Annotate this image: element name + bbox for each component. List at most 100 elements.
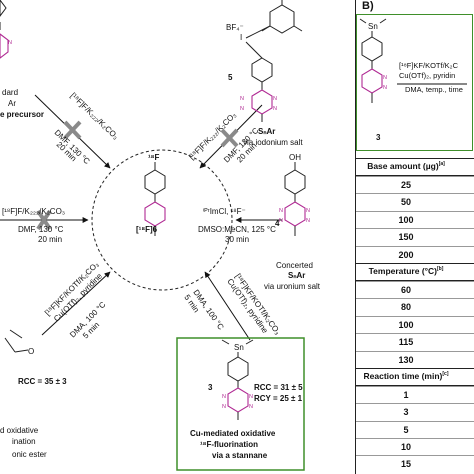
bottom-left-caption-2: ination: [12, 437, 36, 446]
compound-4-caption-3: via uronium salt: [264, 282, 321, 291]
table-header-label: Base amount (µg): [367, 161, 439, 171]
stannane-rcy: RCY = 25 ± 1: [254, 394, 303, 403]
stannane-caption-3: via a stannane: [212, 451, 268, 460]
table-cell: 10: [400, 442, 411, 453]
route-left: [¹⁸F]F/K₂₂₂/K₂CO₃ DMF, 130 °C 20 min: [0, 207, 89, 244]
compound-4-caption-1: Concerted: [276, 261, 313, 270]
svg-text:O: O: [28, 347, 34, 356]
bottom-left-caption-3: onic ester: [12, 450, 47, 459]
compound-5-number: 5: [228, 73, 233, 82]
stannane-caption-1: Cu-mediated oxidative: [190, 429, 276, 438]
svg-text:N: N: [222, 394, 226, 400]
svg-text:N: N: [249, 394, 253, 400]
route-right-reagent: ⁱᴾʳImCl, ¹⁸F⁻: [203, 207, 246, 216]
table-cell: 60: [400, 284, 411, 295]
top-left-precursor-fragment: N: [0, 0, 12, 59]
svg-text:N: N: [240, 96, 244, 102]
compound-5-counterion: BF₄⁻: [226, 23, 244, 32]
route-right-cond-1: DMSO:MeCN, 125 °C: [198, 225, 276, 234]
panel-b-conditions-1: [¹⁸F]KF/KOTf/K₂C: [399, 61, 458, 70]
route-top-left-caption-3: e precursor: [0, 110, 44, 119]
table-header-footnote: [c]: [442, 371, 449, 378]
panel-b-stannane-structure: Sn NN: [359, 18, 387, 103]
stannane-sn-label: Sn: [234, 343, 244, 352]
table-header-label: Temperature (°C): [368, 265, 438, 276]
table-row: 25: [356, 176, 474, 193]
table-row: 3: [356, 403, 474, 420]
route-right: ⁱᴾʳImCl, ¹⁸F⁻ DMSO:MeCN, 125 °C 30 min: [198, 207, 282, 244]
table-row: 50: [356, 193, 474, 210]
svg-text:N: N: [273, 106, 277, 112]
stannane-rcc: RCC = 31 ± 5: [254, 383, 303, 392]
svg-text:N: N: [383, 85, 387, 91]
table-row: 10: [356, 438, 474, 455]
svg-text:N: N: [306, 208, 310, 214]
panel-b-sn-label: Sn: [368, 22, 378, 31]
optimization-table: Base amount (µg)[a] 25 50 100 150 200 Te…: [356, 158, 474, 473]
boronic-ester-fragment: O RCC = 35 ± 3 d oxidative ination onic …: [0, 329, 67, 459]
table-cell: 100: [398, 319, 414, 330]
blocked-cross-icon: [63, 120, 82, 140]
compound-4-oh: OH: [289, 153, 301, 162]
stannane-caption-2: ¹⁸F-fluorination: [200, 440, 258, 449]
table-row: 15: [356, 455, 474, 472]
table-cell: 200: [398, 249, 414, 260]
route-left-cond-2: 20 min: [38, 235, 62, 244]
route-top-left: [¹⁸F]F/K₂₂₂/K₂CO₃ DMF, 130 °C 20 min dar…: [0, 0, 120, 169]
svg-text:N: N: [279, 218, 283, 224]
svg-text:N: N: [240, 106, 244, 112]
table-row: 5: [356, 420, 474, 438]
panel-b-conditions-3: DMA, temp., time: [405, 85, 463, 94]
table-row: 200: [356, 245, 474, 263]
table-header-reaction-time: Reaction time (min)[c]: [356, 367, 474, 386]
table-header-footnote: [a]: [438, 161, 445, 168]
center-compound-label: [¹⁸F]6: [136, 225, 158, 234]
table-header-label: Reaction time (min): [363, 370, 443, 381]
panel-b-conditions-2: Cu(OTf)₂, pyridin: [399, 71, 456, 80]
table-cell: 115: [398, 337, 414, 348]
route-top-right: [¹⁸F]F/K₂₂₂/K₂CO₃ DMF, 130 °C 20 min: [187, 104, 263, 169]
svg-text:I: I: [240, 33, 242, 42]
compound-5-caption-1: SₙAr: [258, 127, 275, 136]
table-cell: 5: [403, 424, 409, 435]
table-row: 1: [356, 385, 474, 403]
table-header-base: Base amount (µg)[a]: [356, 158, 474, 176]
route-left-reagent: [¹⁸F]F/K₂₂₂/K₂CO₃: [2, 207, 65, 216]
svg-text:N: N: [306, 218, 310, 224]
compound-4-number: 4: [275, 219, 280, 228]
table-row: 100: [356, 210, 474, 228]
table-cell: 3: [403, 407, 409, 418]
panel-b-label: B): [362, 0, 374, 12]
bottom-left-caption-1: d oxidative: [0, 426, 39, 435]
route-top-left-caption-2: Ar: [8, 99, 16, 108]
table-row: 60: [356, 280, 474, 298]
central-dashed-circle: [91, 149, 233, 291]
panel-b-compound-number: 3: [376, 133, 381, 142]
table-row: 80: [356, 298, 474, 315]
table-header-temperature: Temperature (°C)[b]: [356, 262, 474, 281]
route-left-cond-1: DMF, 130 °C: [18, 225, 64, 234]
table-cell: 150: [398, 232, 414, 243]
table-cell: 100: [398, 214, 414, 225]
panel-b-arrow-icon: [397, 83, 467, 85]
center-molecule-18f-6: ¹⁸F [¹⁸F]6: [136, 153, 166, 236]
bottom-left-rcc: RCC = 35 ± 3: [18, 377, 67, 386]
center-fluorine-label: ¹⁸F: [148, 153, 159, 162]
svg-text:N: N: [8, 40, 12, 46]
svg-text:N: N: [222, 404, 226, 410]
table-cell: 130: [398, 354, 414, 365]
svg-text:N: N: [273, 96, 277, 102]
stannane-compound-number: 3: [208, 383, 213, 392]
table-row: 100: [356, 315, 474, 333]
table-row: 130: [356, 350, 474, 368]
reaction-scheme: ¹⁸F [¹⁸F]6 [¹⁸F]F/K₂₂₂/K₂CO₃ DMF, 130 °C…: [0, 0, 321, 471]
table-cell: 50: [400, 197, 411, 208]
table-cell: 80: [400, 302, 411, 313]
svg-text:N: N: [383, 75, 387, 81]
table-cell: 15: [400, 459, 411, 470]
